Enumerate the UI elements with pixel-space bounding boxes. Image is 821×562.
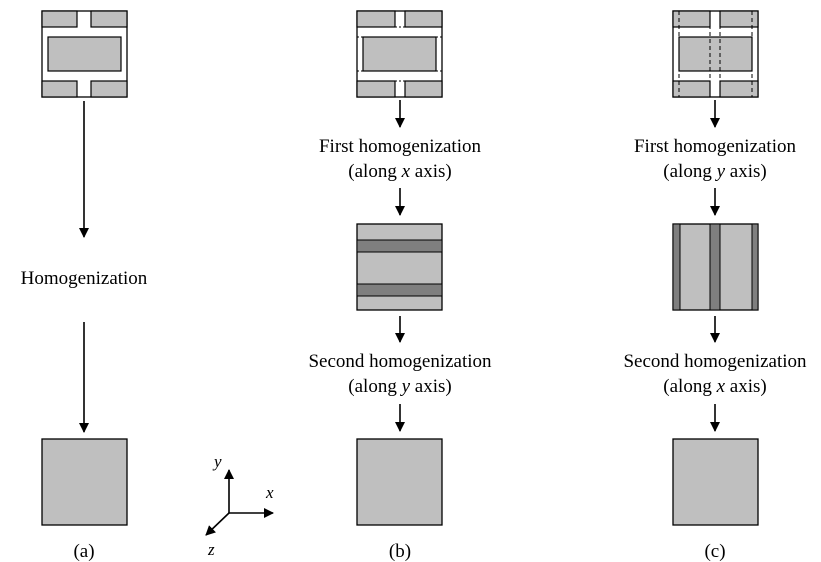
intermediate-cell-c (672, 223, 759, 311)
intermediate-cell-b (356, 223, 443, 311)
first-homogenization-axis-b: (along x axis) (348, 161, 451, 182)
homogenization-label: Homogenization (21, 268, 148, 289)
panel-label-a: (a) (73, 541, 94, 562)
z-axis-label: z (207, 540, 215, 559)
second-homogenization-axis-c: (along x axis) (663, 376, 766, 397)
second-homogenization-axis-b: (along y axis) (348, 376, 451, 397)
homogenized-cell-a (41, 438, 128, 526)
panel-c: First homogenization (along y axis) Seco… (623, 10, 807, 562)
x-axis-label: x (265, 483, 274, 502)
unit-cell-a (41, 10, 128, 98)
panel-b: First homogenization (along x axis) Seco… (308, 10, 492, 562)
second-homogenization-label-c: Second homogenization (623, 351, 807, 372)
panel-label-b: (b) (389, 541, 411, 562)
homogenized-cell-b (356, 438, 443, 526)
second-homogenization-label-b: Second homogenization (308, 351, 492, 372)
unit-cell-b (356, 10, 443, 98)
y-axis-label: y (212, 452, 222, 471)
coordinate-axes: y x z (205, 452, 274, 559)
first-homogenization-axis-c: (along y axis) (663, 161, 766, 182)
panel-a: Homogenization (a) (21, 10, 148, 562)
z-axis-arrow (205, 512, 230, 536)
first-homogenization-label-c: First homogenization (634, 136, 797, 157)
panel-label-c: (c) (704, 541, 725, 562)
first-homogenization-label-b: First homogenization (319, 136, 482, 157)
homogenized-cell-c (672, 438, 759, 526)
unit-cell-c (672, 10, 759, 98)
